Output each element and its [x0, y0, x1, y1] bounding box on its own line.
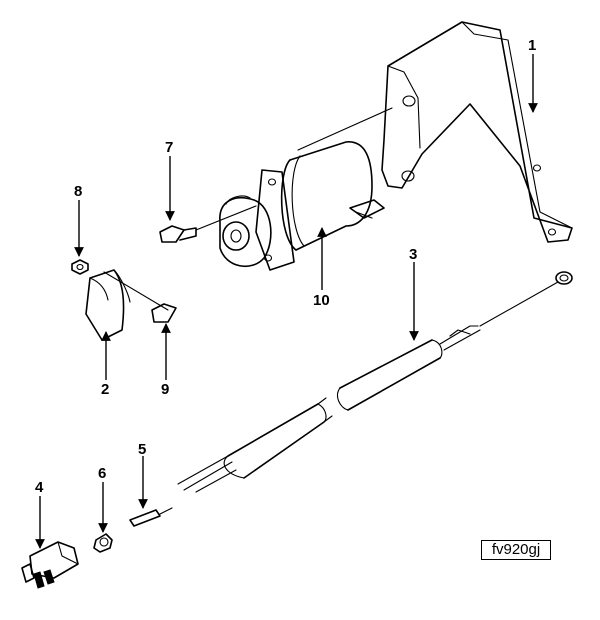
callout-6: 6	[98, 465, 106, 482]
clamp-2	[85, 269, 131, 341]
alignment-lines	[103, 107, 393, 311]
callout-3: 3	[409, 246, 417, 263]
callout-4: 4	[35, 479, 44, 496]
figure-code-label: fv920gj	[481, 540, 551, 560]
leader-lines	[35, 54, 538, 549]
solenoid	[219, 141, 385, 271]
screw-9	[151, 303, 177, 323]
callout-7: 7	[165, 139, 173, 156]
callout-9: 9	[161, 381, 169, 398]
mounting-bracket	[381, 21, 573, 243]
terminal-5	[129, 507, 173, 527]
bolt-7	[159, 225, 197, 243]
connector-4	[21, 541, 79, 589]
callout-8: 8	[74, 183, 82, 200]
callout-10: 10	[313, 292, 330, 309]
callout-1: 1	[528, 37, 536, 54]
wiring-harness	[177, 271, 573, 493]
callout-2: 2	[101, 381, 109, 398]
seal-6	[93, 533, 113, 553]
callout-5: 5	[138, 441, 146, 458]
nut-8	[71, 259, 89, 275]
callout-labels: 1 7 8 10 3 2 9 5 6 4	[35, 37, 536, 496]
